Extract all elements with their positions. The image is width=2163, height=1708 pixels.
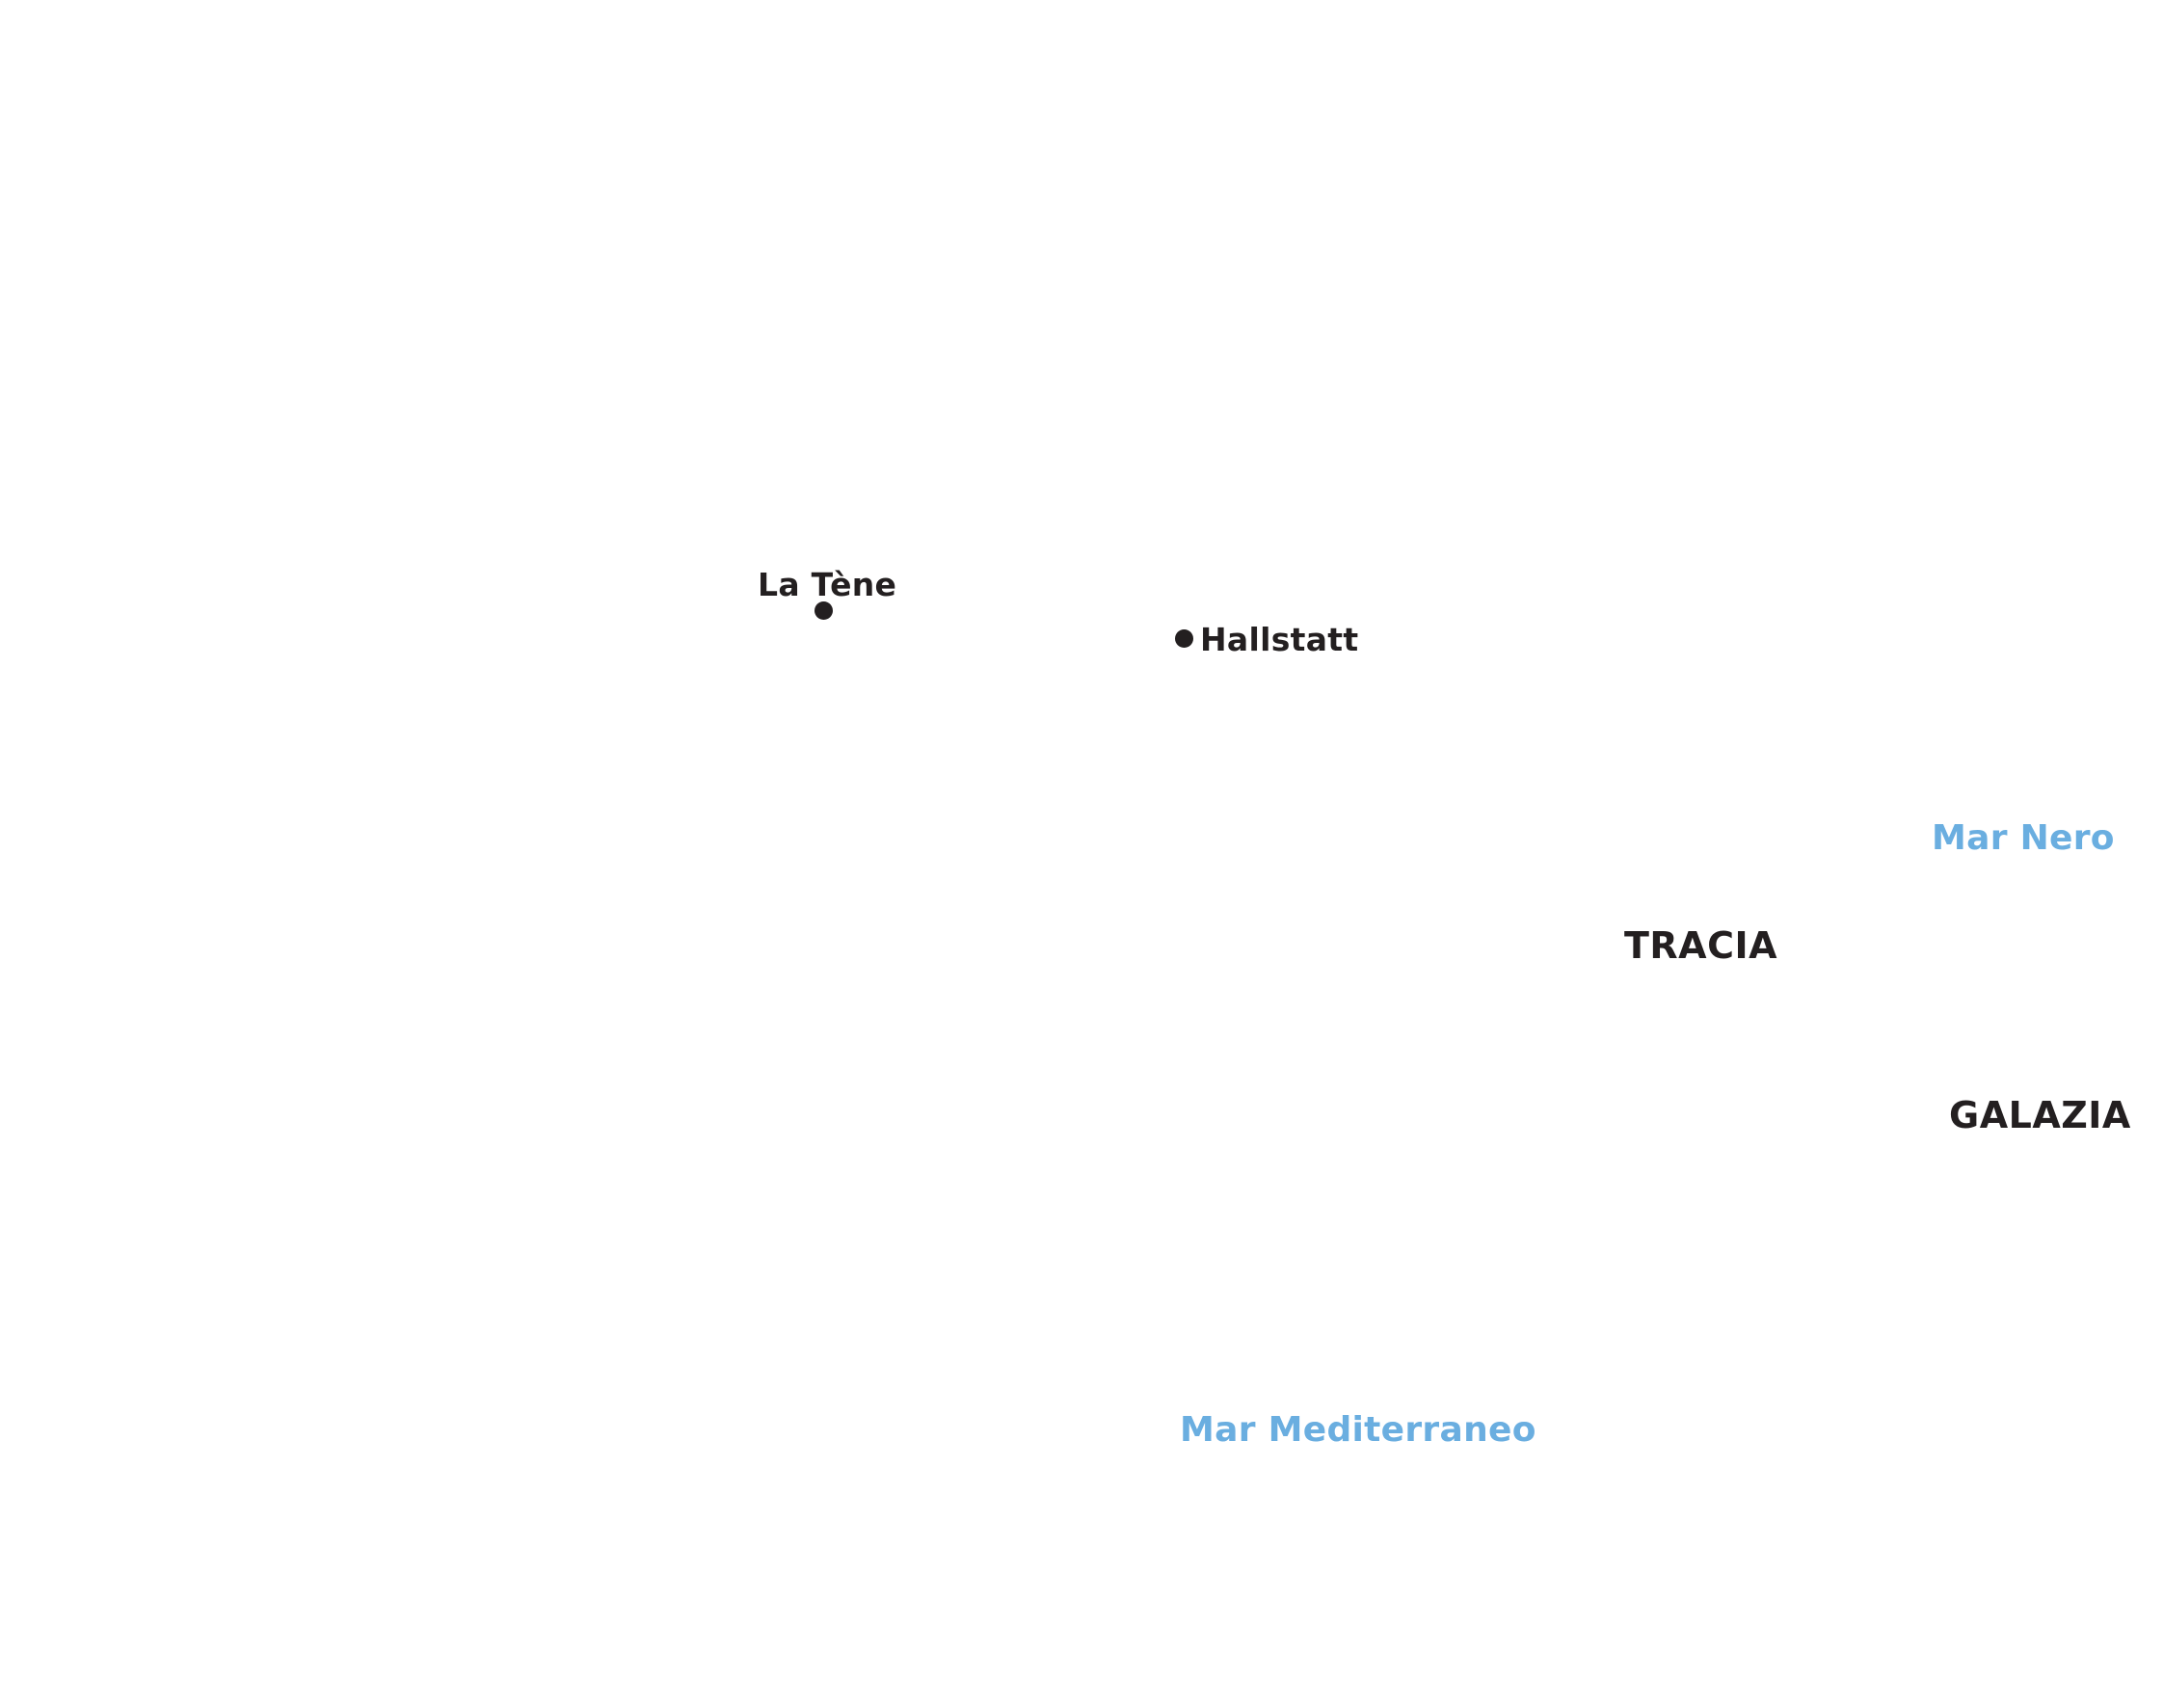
sea-label-mar-nero: Mar Nero bbox=[1932, 818, 2115, 858]
sea-label-mar-mediterraneo: Mar Mediterraneo bbox=[1180, 1410, 1536, 1450]
site-label-la-tene: La Tène bbox=[758, 566, 897, 603]
site-label-hallstatt: Hallstatt bbox=[1200, 621, 1359, 658]
region-label-galazia: GALAZIA bbox=[1949, 1094, 2131, 1136]
site-marker-la-tene bbox=[814, 601, 833, 620]
site-marker-hallstatt bbox=[1175, 629, 1193, 648]
region-label-tracia: TRACIA bbox=[1624, 924, 1778, 967]
